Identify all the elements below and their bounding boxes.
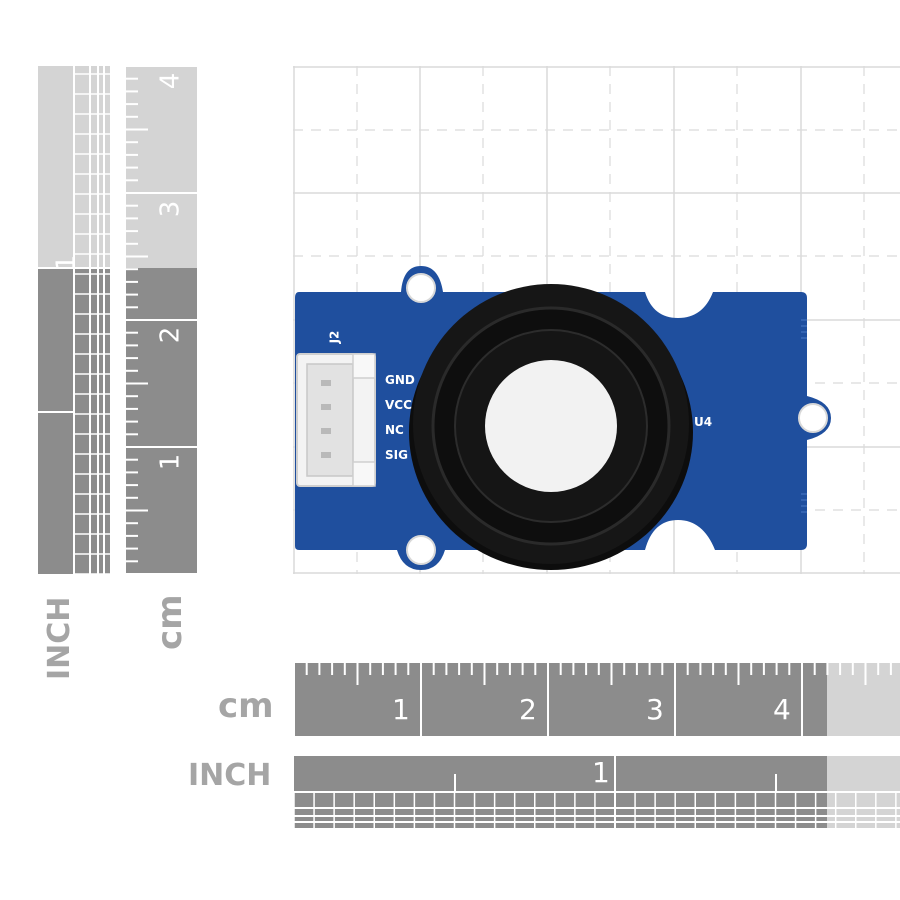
horizontal-cm-number-2: 2 — [519, 693, 537, 726]
horizontal-cm-ruler: 1 2 3 4 — [294, 663, 900, 736]
pin-label-gnd: GND — [385, 373, 415, 387]
mounting-hole — [406, 535, 436, 565]
horizontal-inch-label: INCH — [188, 758, 272, 793]
mounting-hole — [406, 273, 436, 303]
vertical-cm-number-3: 3 — [155, 200, 186, 218]
vertical-inch-ruler: 1 — [38, 66, 110, 574]
vertical-cm-number-2: 2 — [155, 326, 186, 344]
sensor-filter — [485, 360, 617, 492]
sensor-label: U4 — [694, 415, 713, 429]
gas-sensor — [409, 284, 693, 570]
grove-connector — [296, 353, 376, 487]
horizontal-cm-number-4: 4 — [773, 693, 791, 726]
horizontal-cm-number-3: 3 — [646, 693, 664, 726]
pin-label-vcc: VCC — [385, 398, 412, 412]
horizontal-cm-number-1: 1 — [392, 693, 410, 726]
vertical-cm-label: cm — [150, 594, 190, 650]
pin-label-nc: NC — [385, 423, 404, 437]
horizontal-inch-number: 1 — [592, 756, 610, 789]
grove-sensor-board — [295, 266, 831, 570]
vertical-cm-number-4: 4 — [155, 72, 186, 90]
vertical-inch-label: INCH — [42, 596, 77, 680]
vertical-inch-number: 1 — [51, 254, 82, 272]
horizontal-cm-label: cm — [218, 686, 274, 726]
vertical-cm-number-1: 1 — [155, 453, 186, 471]
connector-label: J2 — [327, 330, 342, 344]
horizontal-inch-ruler: 1 — [294, 756, 900, 828]
vertical-cm-ruler: 4 3 2 1 — [126, 66, 197, 574]
pin-label-sig: SIG — [385, 448, 408, 462]
mounting-hole — [798, 403, 828, 433]
